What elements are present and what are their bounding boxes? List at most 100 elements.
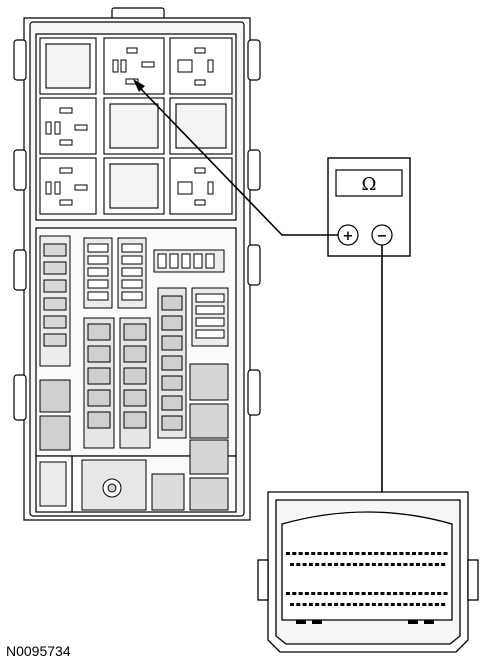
connector-pin xyxy=(380,552,385,555)
connector-pin xyxy=(418,552,423,555)
connector-pin xyxy=(367,552,372,555)
connector-pin xyxy=(399,592,404,595)
connector-pin xyxy=(311,592,316,595)
connector-pin xyxy=(412,592,416,595)
connector-pin xyxy=(311,552,316,555)
connector-pin xyxy=(390,603,395,606)
connector-pin xyxy=(386,552,391,555)
connector-pin xyxy=(286,552,290,555)
connector-pin xyxy=(315,563,320,566)
connector-pin xyxy=(290,563,294,566)
connector-pin xyxy=(298,552,303,555)
connector-pin xyxy=(359,603,364,606)
connector-pin xyxy=(437,552,442,555)
connector-pin xyxy=(290,603,294,606)
connector-pin xyxy=(365,603,370,606)
connector-pin xyxy=(371,603,376,606)
connector-pin xyxy=(353,563,357,566)
connector-pin xyxy=(334,563,339,566)
connector-pin xyxy=(390,563,395,566)
connector-pin xyxy=(367,592,372,595)
connector-pin xyxy=(403,563,408,566)
connector-pin xyxy=(308,563,313,566)
connector-pin xyxy=(386,592,391,595)
connector-pin xyxy=(412,552,416,555)
connector-pin xyxy=(403,603,408,606)
connector-pin xyxy=(428,603,433,606)
multimeter-display xyxy=(335,169,403,197)
connector-pin xyxy=(409,563,414,566)
connector-pin xyxy=(334,603,339,606)
connector-pin xyxy=(424,552,429,555)
connector-pin xyxy=(302,603,307,606)
connector-pin xyxy=(428,563,433,566)
connector-pin-rows xyxy=(286,552,448,606)
connector-pin xyxy=(397,603,402,606)
connector-pin xyxy=(292,592,297,595)
connector-pin xyxy=(323,592,328,595)
connector-pin xyxy=(346,603,351,606)
probe-tip-positive xyxy=(133,79,145,92)
connector-pin xyxy=(330,552,335,555)
connector-pin xyxy=(349,592,353,595)
connector-pin xyxy=(323,552,328,555)
connector-pin xyxy=(302,563,307,566)
connector-pin xyxy=(317,592,322,595)
connector-pin xyxy=(443,552,448,555)
connector-pin xyxy=(340,563,345,566)
module-connector xyxy=(257,491,479,653)
connector-pin xyxy=(441,603,446,606)
connector-pin xyxy=(321,563,326,566)
connector-pin xyxy=(321,603,326,606)
connector-pin xyxy=(443,592,448,595)
connector-pin xyxy=(416,563,420,566)
connector-pin xyxy=(361,592,366,595)
connector-pin xyxy=(405,592,410,595)
positive-lead xyxy=(139,87,338,236)
negative-symbol: − xyxy=(377,229,388,244)
connector-pin xyxy=(409,603,414,606)
fuse-section xyxy=(39,235,229,511)
connector-pin xyxy=(340,603,345,606)
connector-pin xyxy=(336,592,341,595)
connector-pin xyxy=(393,552,398,555)
connector-pin xyxy=(359,563,364,566)
connector-pin xyxy=(315,603,320,606)
connector-pin xyxy=(286,592,290,595)
connector-pin xyxy=(349,552,353,555)
connector-pin xyxy=(355,592,360,595)
figure-reference-code: N0095734 xyxy=(6,643,71,659)
connector-pin xyxy=(418,592,423,595)
connector-pin xyxy=(384,563,389,566)
connector-pin xyxy=(308,603,313,606)
connector-pin xyxy=(380,592,385,595)
connector-pin xyxy=(355,552,360,555)
connector-pin xyxy=(397,563,402,566)
connector-pin xyxy=(361,552,366,555)
connector-pin xyxy=(378,563,383,566)
relay-pin-pattern xyxy=(45,47,214,206)
connector-pin xyxy=(437,592,442,595)
connector-pin xyxy=(430,552,435,555)
connector-pin xyxy=(441,563,446,566)
connector-pin xyxy=(327,563,332,566)
connector-pin xyxy=(424,592,429,595)
connector-pin xyxy=(371,563,376,566)
connector-pin xyxy=(422,603,427,606)
connector-pin xyxy=(298,592,303,595)
connector-pin xyxy=(296,603,301,606)
connector-pin xyxy=(422,563,427,566)
connector-pin xyxy=(430,592,435,595)
connector-pin xyxy=(374,592,379,595)
connector-pin xyxy=(405,552,410,555)
connector-pin xyxy=(416,603,420,606)
connector-pin xyxy=(434,563,439,566)
connector-pin xyxy=(384,603,389,606)
connector-pin xyxy=(374,552,379,555)
connector-pin xyxy=(353,603,357,606)
positive-symbol: + xyxy=(343,229,354,244)
connector-pin xyxy=(304,592,309,595)
connector-pin xyxy=(393,592,398,595)
connector-pin xyxy=(346,563,351,566)
